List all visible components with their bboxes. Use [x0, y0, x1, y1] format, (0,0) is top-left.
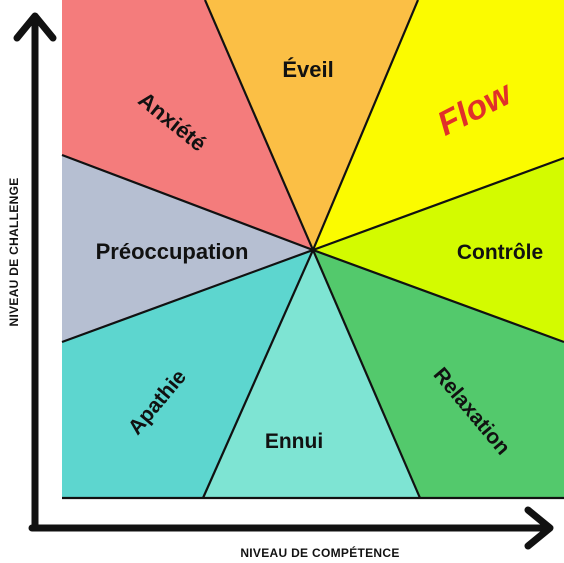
zone-anxiete: [62, 0, 313, 250]
label-eveil: Éveil: [282, 57, 333, 82]
zone-controle: [313, 158, 564, 342]
x-axis-arrowhead: [524, 506, 554, 550]
y-axis-title: NIVEAU DE CHALLENGE: [7, 177, 21, 326]
x-axis-title: NIVEAU DE COMPÉTENCE: [240, 545, 399, 560]
label-ennui: Ennui: [265, 430, 323, 453]
label-controle: Contrôle: [457, 241, 543, 264]
zone-preoccupation: [62, 155, 313, 342]
x-axis: [28, 506, 554, 550]
y-axis: [13, 12, 57, 532]
y-axis-arrowhead: [13, 12, 57, 42]
zone-relaxation: [313, 250, 564, 498]
zone-eveil: [205, 0, 418, 250]
zone-apathie: [62, 250, 313, 498]
zone-dividers: [61, 0, 564, 500]
zone-flow: [313, 0, 564, 250]
zone-ennui: [203, 250, 420, 498]
label-preoccupation: Préoccupation: [96, 239, 249, 264]
